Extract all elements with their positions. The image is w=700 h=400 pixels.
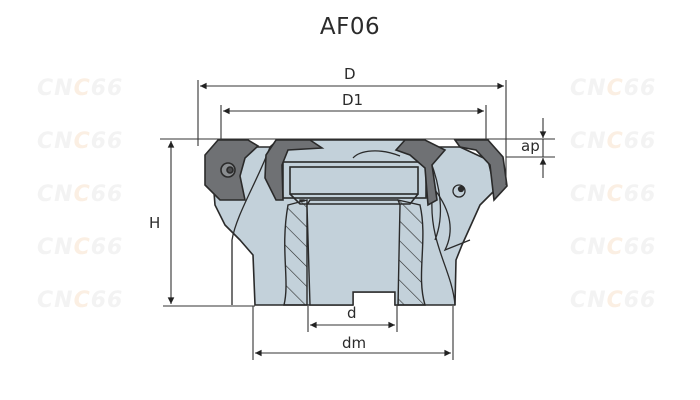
right-center-insert — [394, 139, 447, 207]
bore — [306, 199, 401, 306]
dimension-lines — [160, 80, 555, 360]
dim-label-ap: ap — [521, 137, 540, 155]
dim-label-D1: D1 — [342, 91, 364, 109]
cutting-inserts — [204, 139, 508, 207]
hatched-section — [283, 199, 426, 306]
left-center-insert — [264, 139, 325, 201]
drawing-title: AF06 — [319, 14, 381, 40]
dim-label-dm: dm — [342, 334, 367, 352]
dim-label-H: H — [149, 214, 161, 232]
dim-label-D: D — [344, 65, 356, 83]
right-insert — [453, 139, 508, 202]
key-bar — [282, 161, 427, 205]
dim-label-d: d — [347, 304, 357, 322]
